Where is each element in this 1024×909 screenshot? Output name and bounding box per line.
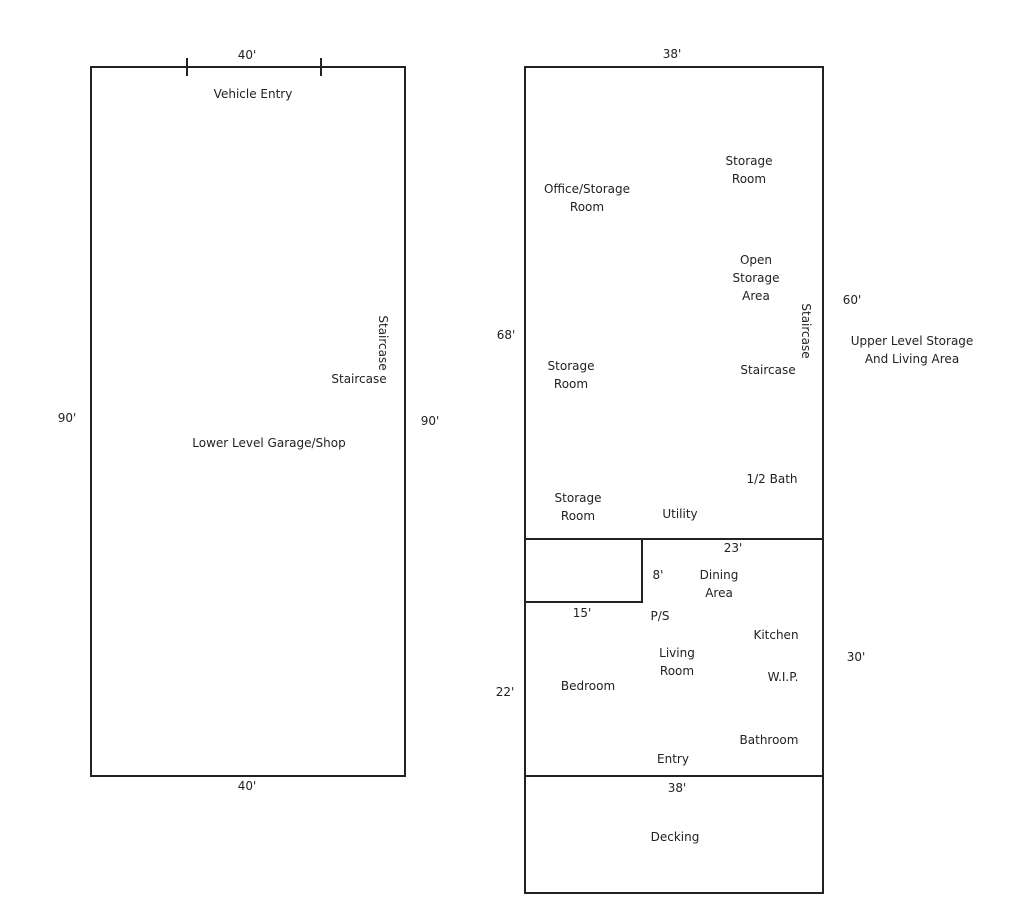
half-bath-label: 1/2 Bath [746, 472, 798, 486]
deck-width: 38' [667, 781, 687, 795]
lower-level-outline [90, 66, 406, 777]
open-storage-area-label: Open Storage Area [732, 253, 780, 303]
upper-left-height: 68' [496, 328, 516, 342]
dining-area-label: Dining Area [699, 568, 739, 600]
living-room-label: Living Room [659, 646, 695, 678]
upper-level-area-label: Upper Level Storage And Living Area [850, 334, 974, 366]
decking-outline [524, 775, 824, 894]
storage-room-top-label: Storage Room [725, 154, 773, 186]
decking-label: Decking [650, 830, 700, 844]
entry-label: Entry [657, 752, 689, 766]
bedroom-label: Bedroom [560, 679, 616, 693]
living-right-height: 30' [846, 650, 866, 664]
lower-staircase-vertical: Staircase [376, 315, 390, 371]
upper-right-height: 60' [842, 293, 862, 307]
lower-top-width: 40' [237, 48, 257, 62]
upper-level-outline [524, 66, 824, 602]
utility-label: Utility [662, 507, 698, 521]
kitchen-label: Kitchen [753, 628, 799, 642]
living-depth-8: 8' [652, 568, 664, 582]
upper-staircase-vertical: Staircase [799, 303, 813, 359]
living-width-23: 23' [723, 541, 743, 555]
ps-label: P/S [650, 609, 670, 623]
storage-room-low-label: Storage Room [554, 491, 602, 523]
utility-notch-wall [525, 538, 823, 603]
bathroom-label: Bathroom [739, 733, 799, 747]
lower-level-garage-label: Lower Level Garage/Shop [192, 436, 346, 450]
vehicle-entry-label: Vehicle Entry [213, 87, 293, 101]
storage-room-mid-label: Storage Room [547, 359, 595, 391]
office-storage-room-label: Office/Storage Room [543, 182, 631, 214]
lower-right-height: 90' [420, 414, 440, 428]
lower-bottom-width: 40' [237, 779, 257, 793]
lower-staircase-label: Staircase [331, 372, 387, 386]
lower-left-height: 90' [57, 411, 77, 425]
living-width-15: 15' [572, 606, 592, 620]
upper-top-width: 38' [662, 47, 682, 61]
wip-label: W.I.P. [767, 670, 799, 684]
upper-staircase-label: Staircase [740, 363, 796, 377]
living-left-height: 22' [495, 685, 515, 699]
